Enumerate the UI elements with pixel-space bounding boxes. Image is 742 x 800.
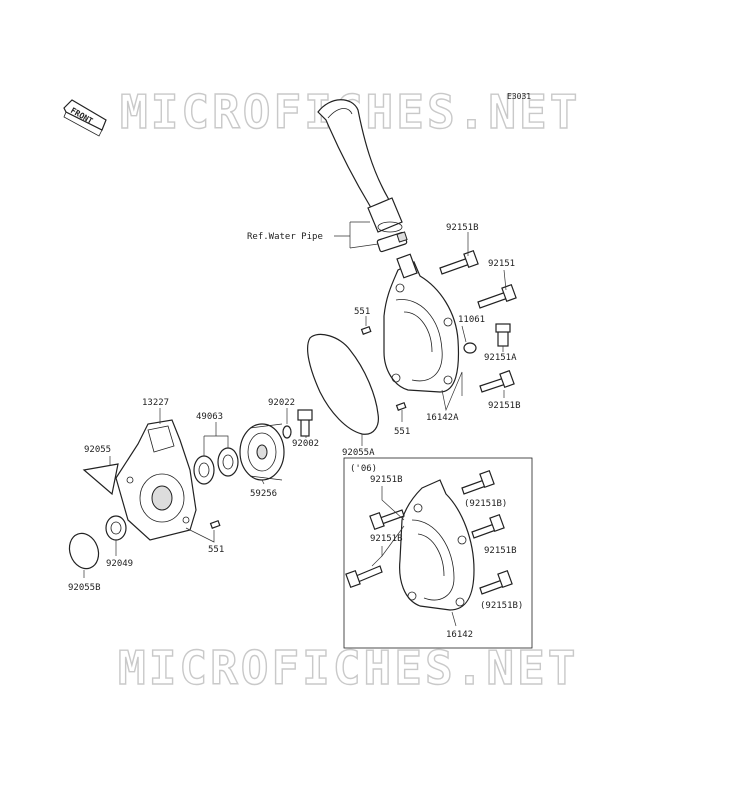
inset-bolt-low-right [479,569,513,595]
label-inset-92151B-paren2: (92151B) [480,601,523,611]
inset-2006-frame [343,457,533,649]
label-551-top: 551 [354,307,370,317]
hose-clamp [376,231,408,253]
impeller-59256 [239,423,285,481]
watermark-bottom: MICROFICHES.NET [118,641,578,695]
dowel-551-top [360,325,372,335]
bolt-92151B-mid [479,369,515,393]
label-inset-92151B-c: 92151B [484,546,517,556]
label-92002: 92002 [292,439,319,449]
inset-year-label: ('06) [350,464,377,474]
label-92055A: 92055A [342,448,375,458]
label-92151: 92151 [488,259,515,269]
ref-water-pipe-label: Ref.Water Pipe [247,232,323,242]
label-11061: 11061 [458,315,485,325]
label-inset-92151B-a: 92151B [370,475,403,485]
label-551-mid: 551 [394,427,410,437]
bolt-92151A [495,323,511,347]
pump-body-13227 [115,419,197,541]
dowel-551-low [209,519,221,529]
mechanical-seal-49063 [193,447,239,485]
label-inset-92151B-paren1: (92151B) [464,499,507,509]
label-92151B-top: 92151B [446,223,479,233]
oil-seal-92049 [105,515,127,541]
inset-bolt-left [345,565,383,589]
label-inset-92151B-b: 92151B [370,534,403,544]
dowel-551-mid [395,401,407,411]
label-92055B: 92055B [68,583,101,593]
water-pipe-hose [317,99,403,233]
bolt-92002 [297,409,313,437]
inset-bolt-mid-right [471,513,505,539]
water-pump-cover-16142A [383,253,460,393]
gasket-92055 [82,463,119,496]
inset-bolt-top-right [461,469,495,495]
o-ring-92055A [307,333,379,435]
label-92049: 92049 [106,559,133,569]
washer-11061 [463,342,477,354]
label-16142A: 16142A [426,413,459,423]
bolt-92151B-top [439,249,479,275]
label-92151A: 92151A [484,353,517,363]
label-13227: 13227 [142,398,169,408]
label-inset-16142: 16142 [446,630,473,640]
label-59256: 59256 [250,489,277,499]
label-551-low: 551 [208,545,224,555]
water-pump-cover-16142 [399,479,475,611]
washer-92022 [282,425,292,439]
bolt-92151 [477,283,517,309]
label-92055: 92055 [84,445,111,455]
front-arrow-icon: FRONT [63,99,107,137]
label-92151B-mid: 92151B [488,401,521,411]
label-49063: 49063 [196,412,223,422]
o-ring-92055B [68,532,100,570]
inset-bolt-top-left [369,509,405,531]
label-92022: 92022 [268,398,295,408]
diagram-code: E3031 [507,92,531,101]
